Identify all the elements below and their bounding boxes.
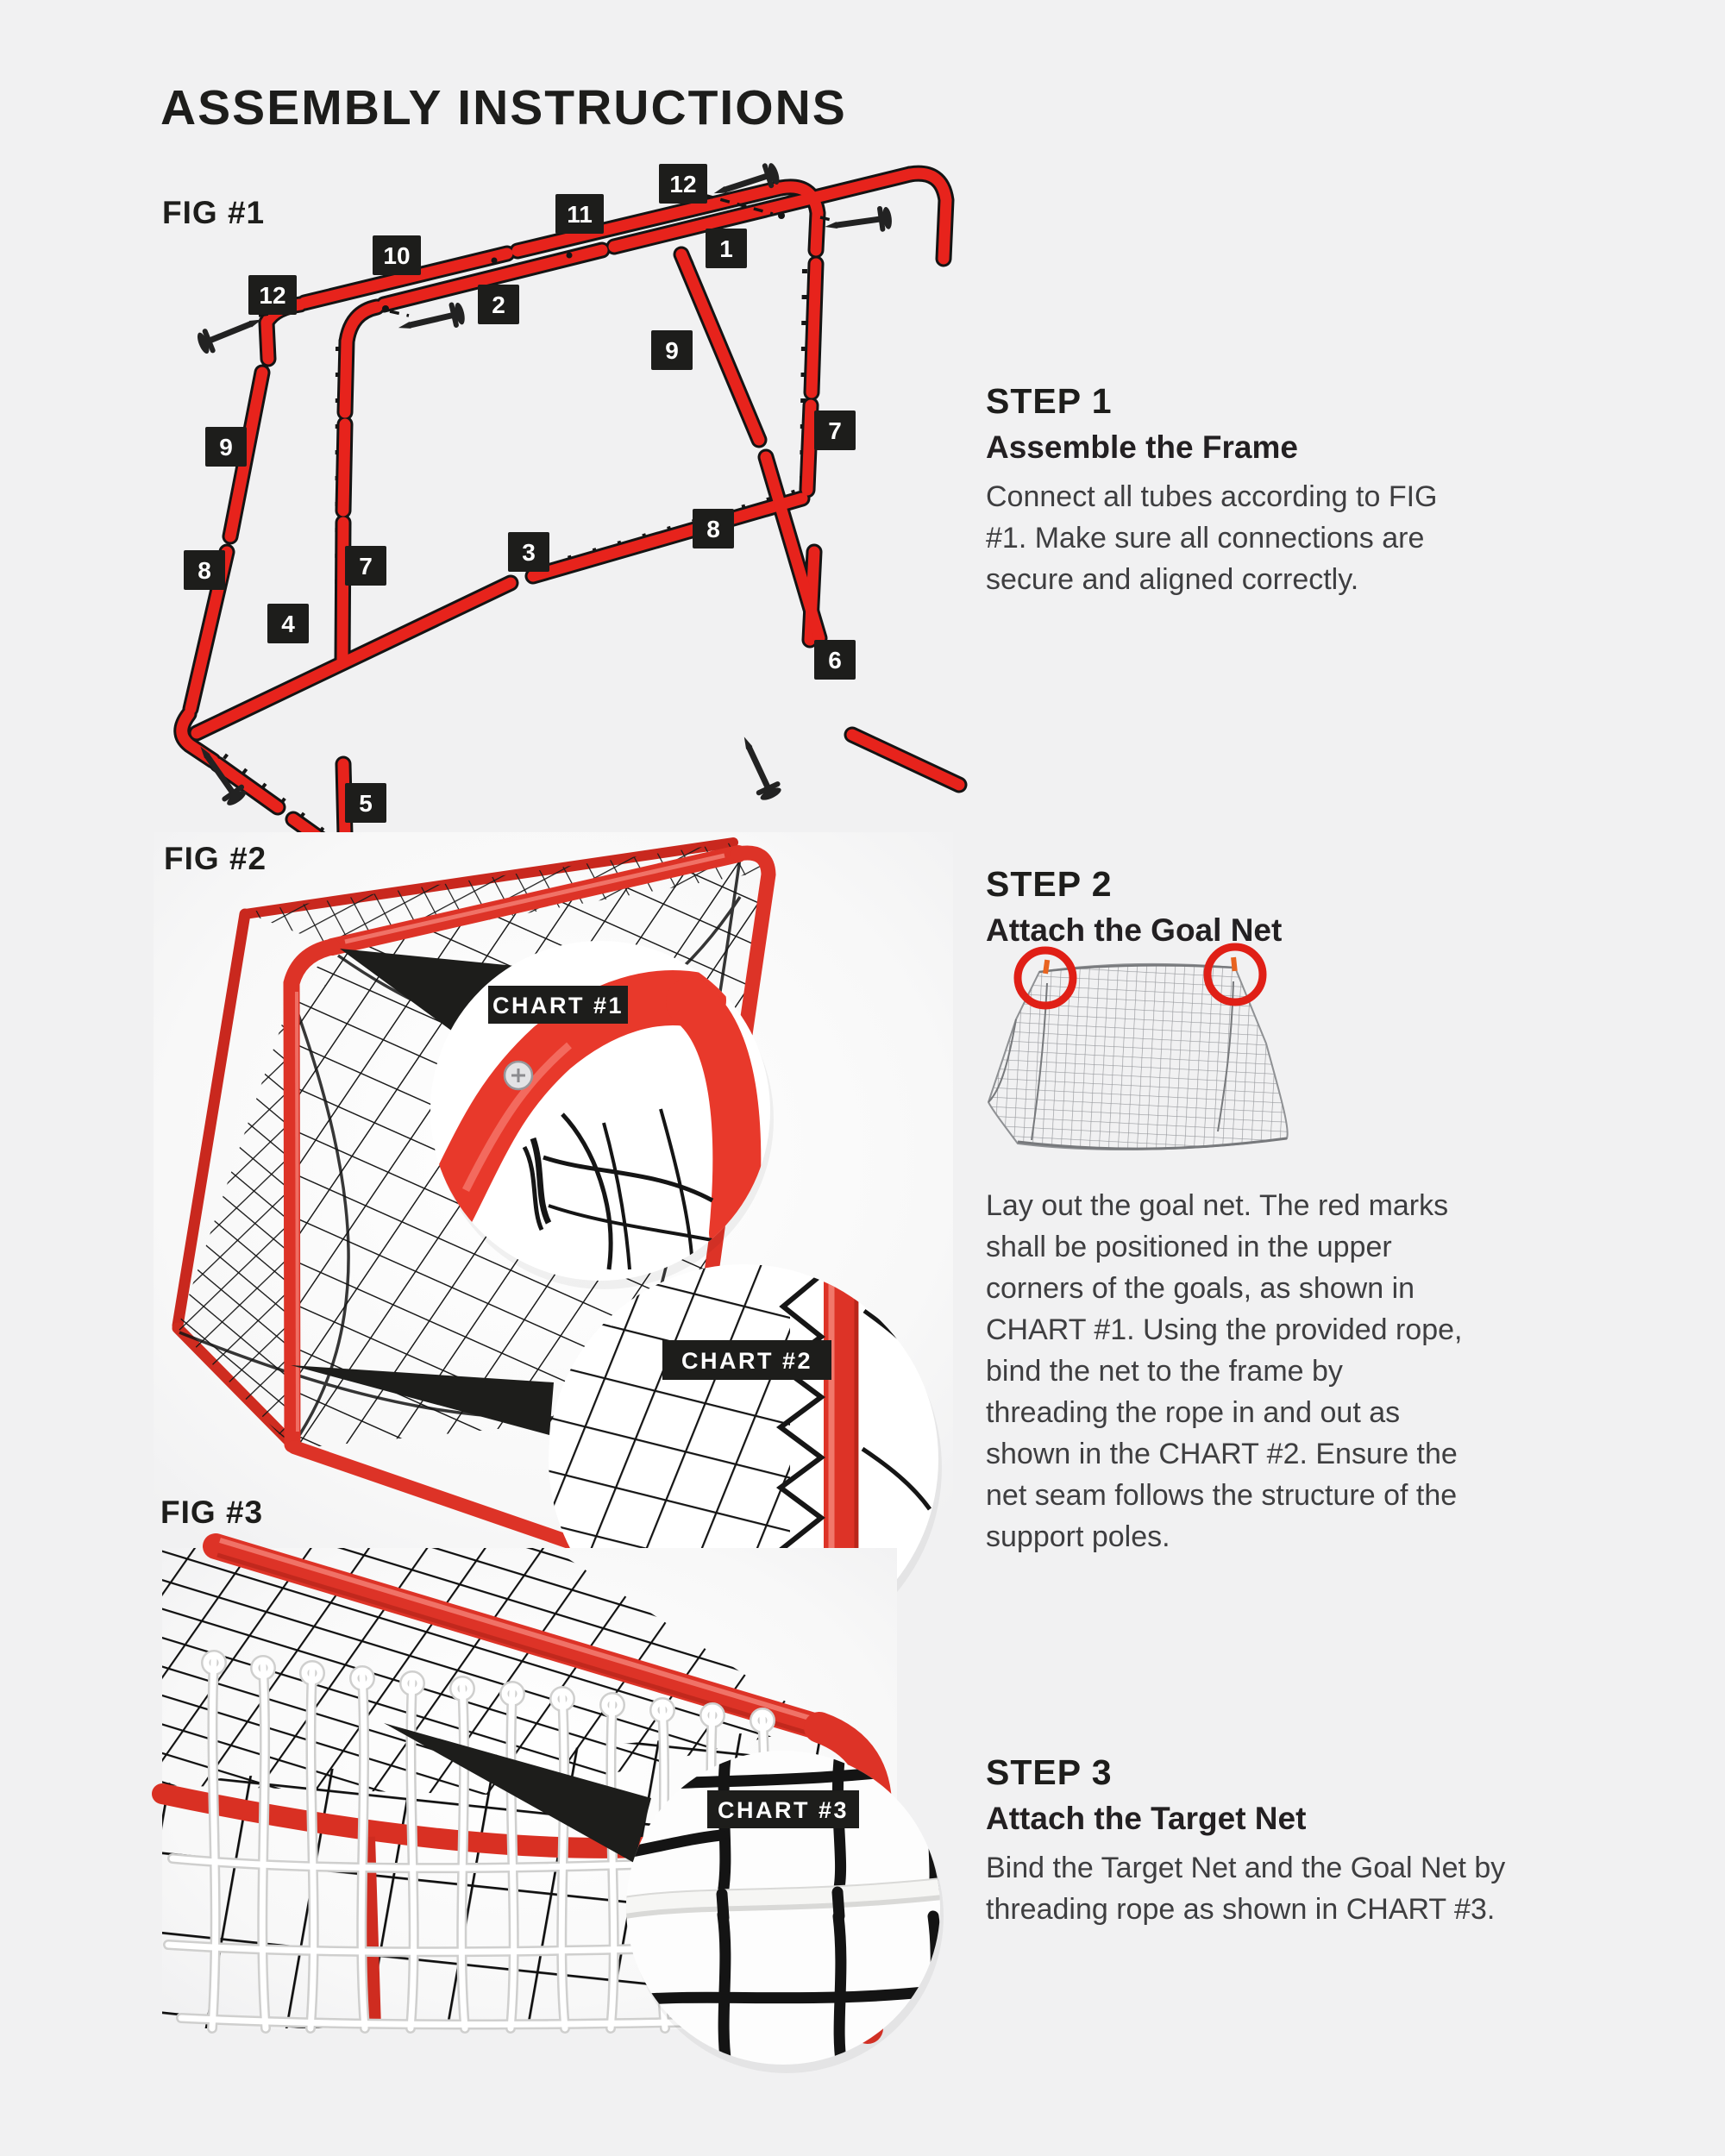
fig1-exploded-frame-diagram: 12 11 1 10 2 12 9 7 9 8 3 7 8 4 6 5 — [182, 162, 959, 867]
net-seam — [626, 1879, 940, 1914]
part-label: 7 — [814, 411, 856, 450]
highlight-ring — [1203, 943, 1267, 1006]
step1-label: STEP 1 — [986, 381, 1113, 421]
chart3-label-box — [707, 1790, 859, 1828]
frame-tube-outlines — [182, 173, 959, 867]
part-label: 6 — [814, 640, 856, 680]
svg-text:5: 5 — [359, 790, 373, 817]
svg-text:7: 7 — [828, 417, 842, 444]
svg-text:10: 10 — [383, 242, 410, 269]
step3-block: STEP 3 Attach the Target Net Bind the Ta… — [986, 1752, 1572, 1930]
part-label: 8 — [184, 550, 225, 590]
net-red-mark — [1231, 956, 1238, 972]
part-label: 4 — [267, 604, 309, 643]
svg-text:12: 12 — [259, 282, 285, 309]
fig3-corner-photo: CHART #3 — [152, 1533, 944, 2073]
chart1-label: CHART #1 — [492, 993, 624, 1018]
part-label: 12 — [659, 164, 707, 204]
svg-text:7: 7 — [359, 553, 373, 580]
svg-text:2: 2 — [492, 291, 505, 318]
part-label: 10 — [373, 235, 421, 275]
part-label: 3 — [508, 532, 549, 572]
part-label: 12 — [248, 275, 297, 315]
step2-header: STEP 2 Attach the Goal Net — [986, 864, 1503, 949]
frame-tubes-red — [182, 173, 959, 867]
step1-heading: Assemble the Frame — [986, 429, 1298, 465]
part-label: 5 — [345, 783, 386, 823]
bolt-holes — [382, 212, 785, 312]
svg-text:6: 6 — [828, 647, 842, 674]
part-label: 1 — [706, 229, 747, 268]
callout-wedge-chart2 — [291, 1365, 554, 1435]
fig2-goal-photo: CHART #1 CHART #2 — [154, 832, 953, 1663]
svg-text:8: 8 — [198, 557, 211, 584]
svg-text:11: 11 — [567, 201, 593, 228]
part-label: 11 — [555, 194, 604, 234]
part-labels: 12 11 1 10 2 12 9 7 9 8 3 7 8 4 6 5 — [184, 164, 856, 823]
step1-body: Connect all tubes according to FIG #1. M… — [986, 480, 1438, 596]
svg-text:3: 3 — [522, 539, 536, 566]
step2-label: STEP 2 — [986, 864, 1113, 904]
chart3-callout-circle: CHART #3 — [626, 1751, 944, 2073]
step3-heading: Attach the Target Net — [986, 1801, 1307, 1836]
svg-text:4: 4 — [281, 611, 295, 637]
step3-label: STEP 3 — [986, 1752, 1113, 1792]
chart3-label: CHART #3 — [718, 1797, 849, 1823]
page-title: ASSEMBLY INSTRUCTIONS — [160, 80, 847, 135]
chart1-net-lines — [522, 1108, 731, 1270]
chart1-label-box — [488, 986, 628, 1024]
step2-body: Lay out the goal net. The red marks shal… — [986, 1189, 1463, 1553]
part-label: 2 — [478, 285, 519, 324]
step1-block: STEP 1 Assemble the Frame Connect all tu… — [986, 381, 1503, 600]
goal-net-thumbnail — [987, 943, 1289, 1150]
fig1-caption: FIG #1 — [162, 195, 266, 230]
part-label: 7 — [345, 546, 386, 586]
chart1-callout-circle: CHART #1 — [430, 941, 774, 1289]
svg-text:8: 8 — [706, 516, 720, 542]
highlight-ring — [1013, 946, 1077, 1010]
svg-text:12: 12 — [669, 171, 696, 197]
callout-wedge-chart3 — [384, 1723, 651, 1863]
part-label: 9 — [205, 427, 247, 467]
step2-heading: Attach the Goal Net — [986, 912, 1283, 948]
chart2-label-box — [662, 1340, 831, 1380]
fig3-caption: FIG #3 — [160, 1495, 264, 1530]
svg-text:9: 9 — [219, 434, 233, 461]
part-label: 8 — [693, 509, 734, 548]
svg-text:1: 1 — [719, 235, 733, 262]
part-label: 9 — [651, 330, 693, 370]
net-red-mark — [1043, 959, 1051, 975]
svg-text:9: 9 — [665, 337, 679, 364]
chart2-label: CHART #2 — [681, 1348, 812, 1374]
step3-body: Bind the Target Net and the Goal Net by … — [986, 1852, 1506, 1926]
fig2-caption: FIG #2 — [164, 841, 267, 876]
